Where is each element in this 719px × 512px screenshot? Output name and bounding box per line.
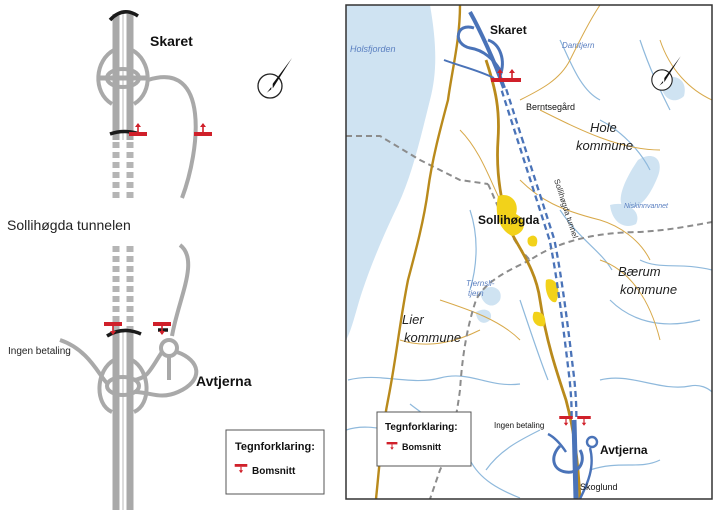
motorway-bottom	[59, 243, 199, 510]
main-road	[484, 59, 582, 499]
map-baerum-1: Bærum	[618, 264, 661, 279]
map-skoglund: Skoglund	[580, 482, 618, 492]
map-legend-title: Tegnforklaring:	[385, 422, 458, 433]
schematic-legend: Tegnforklaring: Bomsnitt	[225, 429, 325, 495]
map-legend-item: Bomsnitt	[402, 442, 441, 452]
motorway-top	[96, 10, 213, 199]
map-holsfjorden: Holsfjorden	[350, 44, 396, 54]
schematic-legend-title: Tegnforklaring:	[235, 441, 315, 453]
schematic-legend-item: Bomsnitt	[252, 466, 296, 477]
schematic-skaret-label: Skaret	[150, 33, 193, 49]
map-tjernsli-2: tjern	[468, 289, 484, 298]
map-ingen-betaling: Ingen betaling	[494, 421, 544, 430]
tunnel-portal	[108, 10, 139, 22]
map-baerum-2: kommune	[620, 282, 677, 297]
map-berntsegard: Berntsegård	[526, 102, 575, 112]
map-lier-1: Lier	[402, 312, 424, 327]
map-avtjerna: Avtjerna	[600, 443, 648, 457]
map-niskinnvannet: Niskinnvannet	[624, 203, 669, 210]
schematic-ingen-betaling: Ingen betaling	[8, 346, 71, 357]
map-lier-2: kommune	[404, 330, 461, 345]
schematic-avtjerna-label: Avtjerna	[196, 373, 252, 389]
map-frame	[345, 4, 713, 500]
schematic-panel: Skaret Sollihøgda tunnelen	[7, 10, 325, 510]
map-tjernsli-1: Tjernsli-	[466, 279, 495, 288]
settlements	[496, 194, 559, 327]
map-sollihogda: Sollihøgda	[478, 213, 540, 227]
map-damtjern: Damtjern	[562, 41, 595, 50]
map-skaret: Skaret	[490, 23, 527, 37]
map-panel: Skaret Holsfjorden Damtjern Berntsegård …	[345, 4, 713, 500]
map-legend: Tegnforklaring: Bomsnitt	[376, 411, 472, 467]
map-hole-2: kommune	[576, 138, 633, 153]
fjord-water	[346, 5, 436, 340]
compass-icon	[257, 57, 293, 99]
schematic-tunnel-label: Sollihøgda tunnelen	[7, 217, 131, 233]
old-road	[374, 5, 462, 499]
map-hole-1: Hole	[590, 120, 617, 135]
